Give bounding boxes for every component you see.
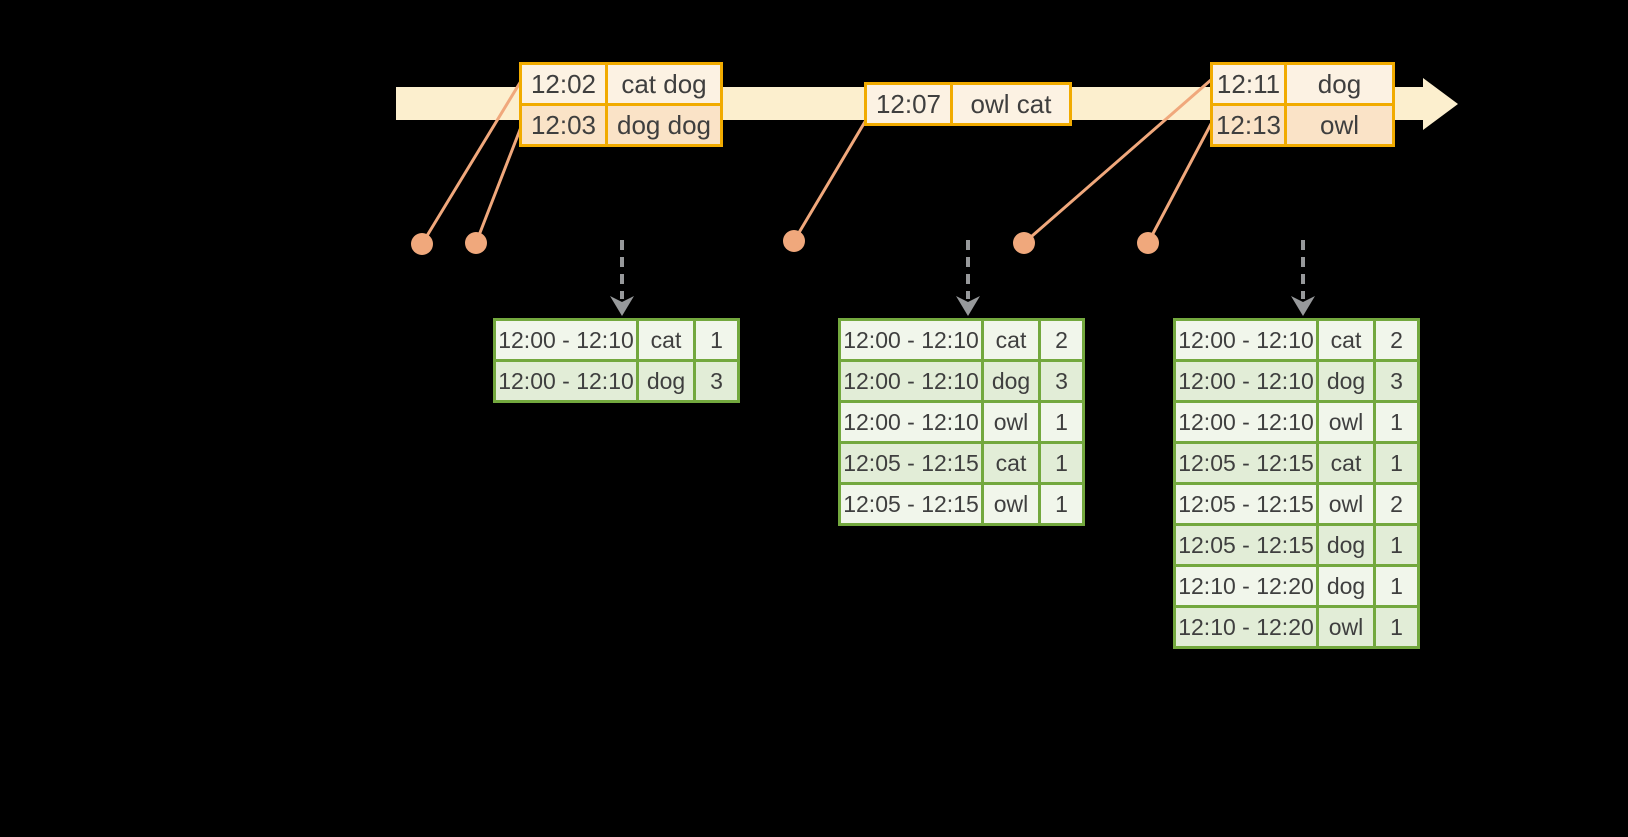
count-cell: 3 xyxy=(1038,359,1085,403)
count-cell: 1 xyxy=(1373,605,1420,649)
window-cell: 12:05 - 12:15 xyxy=(1173,523,1319,567)
trigger-arrow-icon xyxy=(956,240,980,316)
window-cell: 12:00 - 12:10 xyxy=(1173,359,1319,403)
event-dot-icon xyxy=(465,232,487,254)
event-words-cell: dog dog xyxy=(605,103,723,147)
count-cell: 1 xyxy=(1373,441,1420,485)
event-dot-icon xyxy=(1013,232,1035,254)
count-cell: 1 xyxy=(1373,564,1420,608)
window-cell: 12:10 - 12:20 xyxy=(1173,564,1319,608)
word-cell: owl xyxy=(981,482,1041,526)
word-cell: cat xyxy=(1316,441,1376,485)
event-time-cell: 12:11 xyxy=(1210,62,1287,106)
event-time-cell: 12:13 xyxy=(1210,103,1287,147)
event-connector-line xyxy=(474,120,525,245)
word-cell: cat xyxy=(636,318,696,362)
word-cell: cat xyxy=(981,318,1041,362)
word-cell: owl xyxy=(1316,605,1376,649)
word-cell: dog xyxy=(636,359,696,403)
event-time-cell: 12:07 xyxy=(864,82,953,126)
window-cell: 12:00 - 12:10 xyxy=(493,359,639,403)
window-cell: 12:00 - 12:10 xyxy=(1173,318,1319,362)
count-cell: 1 xyxy=(1373,400,1420,444)
word-cell: owl xyxy=(981,400,1041,444)
word-cell: dog xyxy=(981,359,1041,403)
event-connector-line xyxy=(1146,122,1213,245)
count-cell: 3 xyxy=(1373,359,1420,403)
event-dot-icon xyxy=(783,230,805,252)
count-cell: 1 xyxy=(1373,523,1420,567)
event-dot-icon xyxy=(411,233,433,255)
word-cell: owl xyxy=(1316,400,1376,444)
event-dot-icon xyxy=(1137,232,1159,254)
count-cell: 1 xyxy=(1038,482,1085,526)
count-cell: 2 xyxy=(1373,482,1420,526)
word-cell: cat xyxy=(981,441,1041,485)
word-cell: dog xyxy=(1316,523,1376,567)
event-time-cell: 12:02 xyxy=(519,62,608,106)
word-cell: dog xyxy=(1316,564,1376,608)
timeline-arrowhead-icon xyxy=(1423,78,1458,130)
window-cell: 12:05 - 12:15 xyxy=(1173,441,1319,485)
count-cell: 1 xyxy=(1038,441,1085,485)
event-connector-line xyxy=(792,118,868,243)
word-cell: owl xyxy=(1316,482,1376,526)
event-words-cell: owl cat xyxy=(950,82,1072,126)
event-words-cell: dog xyxy=(1284,62,1395,106)
window-cell: 12:05 - 12:15 xyxy=(838,482,984,526)
trigger-arrow-icon xyxy=(610,240,634,316)
window-cell: 12:00 - 12:10 xyxy=(1173,400,1319,444)
count-cell: 1 xyxy=(693,318,740,362)
window-cell: 12:00 - 12:10 xyxy=(838,359,984,403)
window-cell: 12:00 - 12:10 xyxy=(838,318,984,362)
word-cell: dog xyxy=(1316,359,1376,403)
count-cell: 2 xyxy=(1038,318,1085,362)
count-cell: 2 xyxy=(1373,318,1420,362)
window-cell: 12:05 - 12:15 xyxy=(838,441,984,485)
count-cell: 3 xyxy=(693,359,740,403)
window-cell: 12:00 - 12:10 xyxy=(838,400,984,444)
window-cell: 12:00 - 12:10 xyxy=(493,318,639,362)
window-cell: 12:10 - 12:20 xyxy=(1173,605,1319,649)
word-cell: cat xyxy=(1316,318,1376,362)
window-cell: 12:05 - 12:15 xyxy=(1173,482,1319,526)
trigger-arrow-icon xyxy=(1291,240,1315,316)
event-words-cell: owl xyxy=(1284,103,1395,147)
event-words-cell: cat dog xyxy=(605,62,723,106)
count-cell: 1 xyxy=(1038,400,1085,444)
event-time-cell: 12:03 xyxy=(519,103,608,147)
